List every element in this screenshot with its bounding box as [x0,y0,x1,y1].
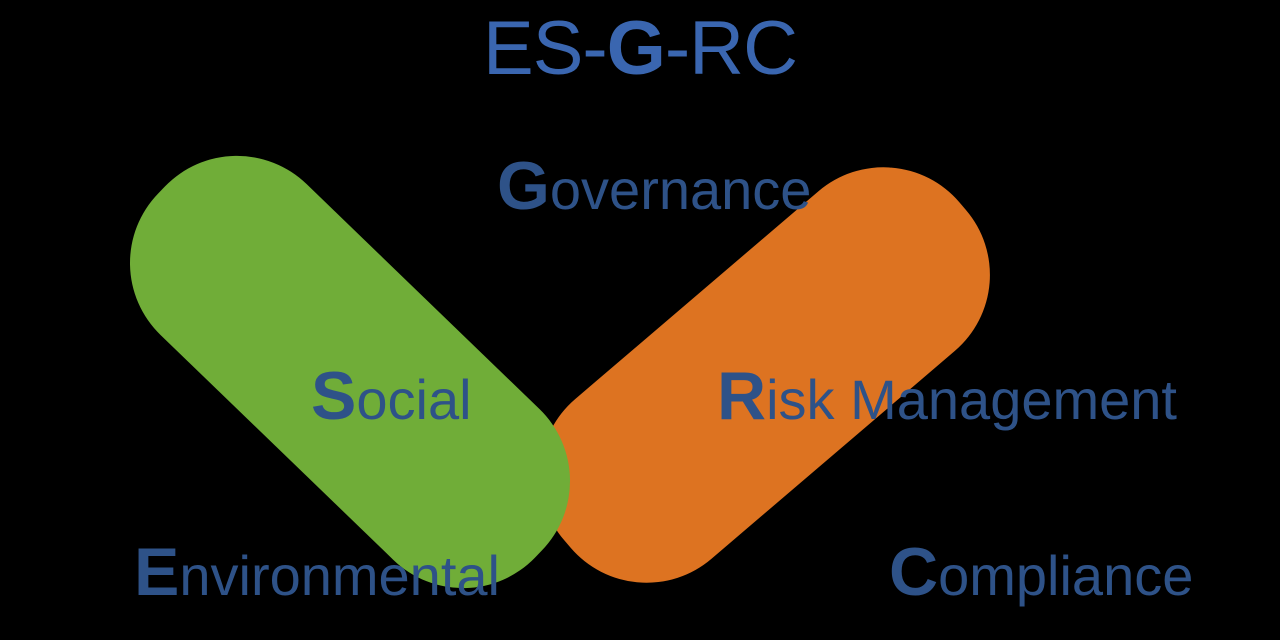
page-title-prefix: ES- [483,6,608,91]
grc-bar[interactable] [499,126,1031,623]
label-risk-management-cap: R [717,358,767,434]
label-social-cap: S [311,358,357,434]
label-environmental-cap: E [134,534,180,610]
page-title-suffix: -RC [664,6,798,91]
label-risk-management-rest: isk Management [766,368,1177,431]
esg-bar[interactable] [89,114,612,629]
label-compliance[interactable]: Compliance [889,538,1193,606]
label-social[interactable]: Social [311,362,472,430]
label-governance-rest: overnance [549,158,812,221]
label-governance-cap: G [497,148,550,224]
page-title: ES-G-RC [0,4,1280,94]
label-risk-management[interactable]: Risk Management [717,362,1177,430]
label-governance[interactable]: Governance [497,152,811,220]
label-compliance-cap: C [889,534,939,610]
page-title-highlight-g: G [606,6,666,91]
label-environmental[interactable]: Environmental [134,538,500,606]
label-social-rest: ocial [356,368,472,431]
label-compliance-rest: ompliance [938,544,1194,607]
label-environmental-rest: nvironmental [179,544,500,607]
